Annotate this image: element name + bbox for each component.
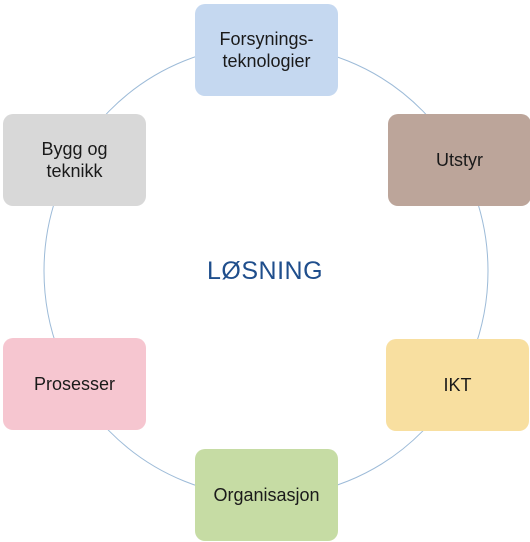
node-organisasjon: Organisasjon [195, 449, 338, 541]
node-ikt: IKT [386, 339, 529, 431]
center-label: LØSNING [206, 257, 324, 285]
node-prosesser: Prosesser [3, 338, 146, 430]
node-utstyr: Utstyr [388, 114, 530, 206]
node-bygg-og-teknikk: Bygg og teknikk [3, 114, 146, 206]
node-forsyningsteknologier: Forsynings- teknologier [195, 4, 338, 96]
